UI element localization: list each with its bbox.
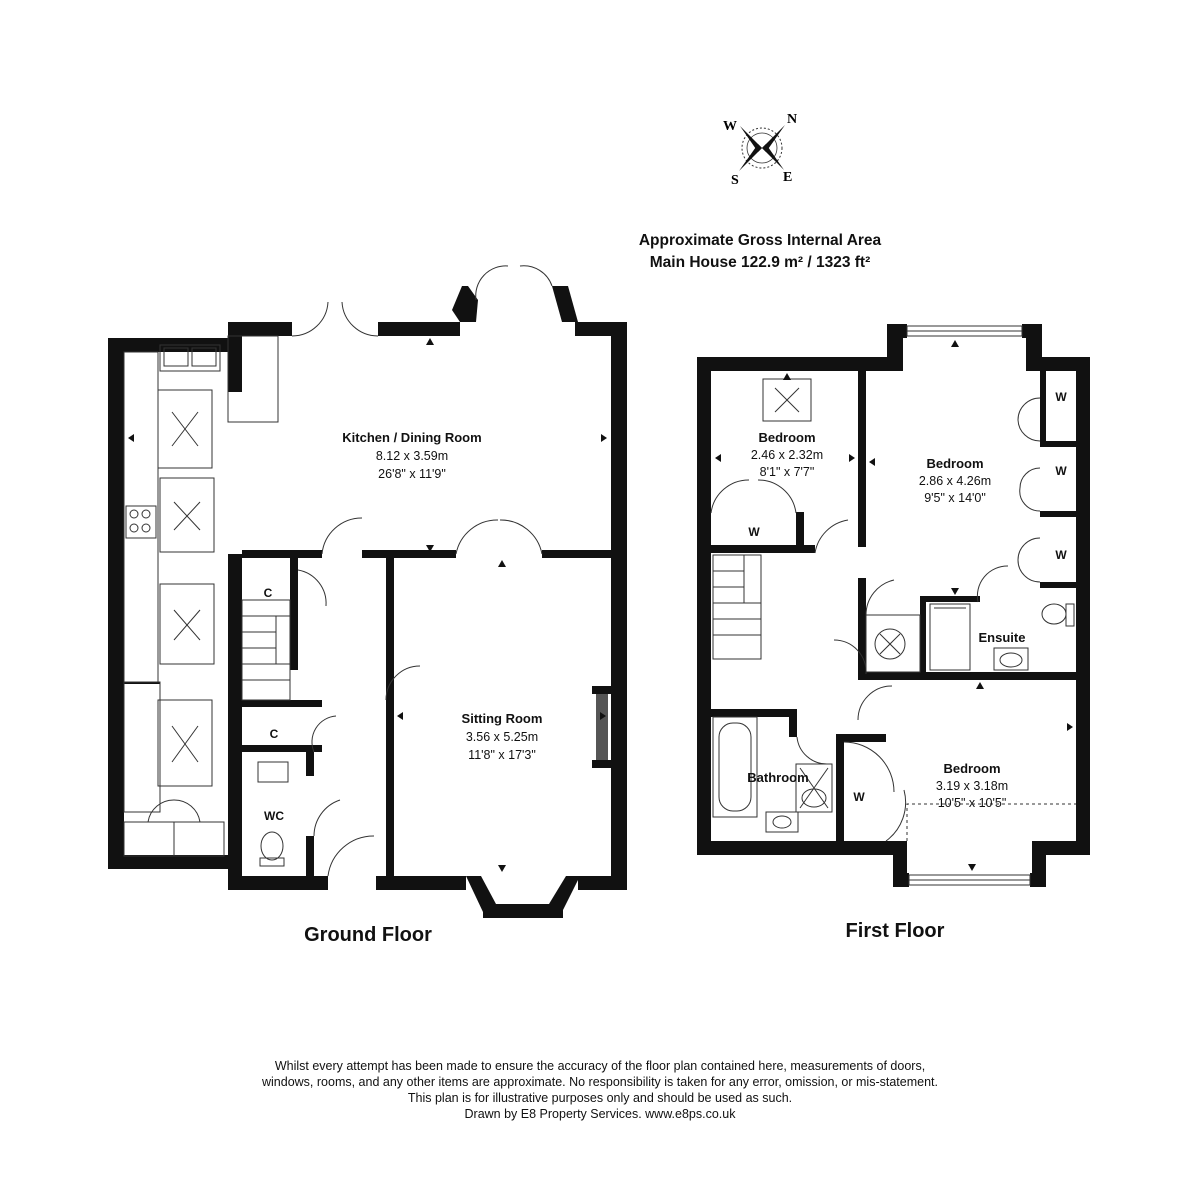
first-floor-plan	[697, 324, 1090, 887]
bedroom-rear-imperial: 10'5" x 10'5"	[938, 796, 1007, 810]
area-main-house: Main House 122.9 m² / 1323 ft²	[650, 254, 871, 271]
bedroom-main-imperial: 9'5" x 14'0"	[924, 491, 986, 505]
cupboard-lower-label: C	[270, 727, 279, 741]
kitchen-imperial: 26'8" x 11'9"	[378, 467, 446, 481]
disclaimer-line-1: Whilst every attempt has been made to en…	[274, 1059, 926, 1073]
compass-east: E	[783, 170, 792, 185]
bedroom-rear-metric: 3.19 x 3.18m	[936, 779, 1008, 793]
kitchen-metric: 8.12 x 3.59m	[376, 449, 448, 463]
wardrobe-2-label: W	[1055, 464, 1067, 478]
wc-label: WC	[264, 809, 284, 823]
ground-floor-labels: Kitchen / Dining Room 8.12 x 3.59m 26'8"…	[264, 430, 543, 946]
sitting-room-imperial: 11'8" x 17'3"	[468, 748, 536, 762]
ground-floor-label: Ground Floor	[304, 924, 432, 946]
kitchen-name: Kitchen / Dining Room	[342, 430, 481, 445]
compass-south: S	[731, 173, 739, 188]
disclaimer: Whilst every attempt has been made to en…	[100, 1058, 1100, 1122]
bedroom-main-name: Bedroom	[926, 456, 983, 471]
bedroom-rear-name: Bedroom	[943, 761, 1000, 776]
dimension-markers	[128, 338, 1073, 872]
wardrobe-small-label: W	[748, 525, 760, 539]
first-floor-label: First Floor	[846, 920, 945, 942]
bedroom-small-name: Bedroom	[758, 430, 815, 445]
compass-west: W	[723, 119, 737, 134]
disclaimer-line-3: This plan is for illustrative purposes o…	[407, 1091, 793, 1105]
cupboard-upper-label: C	[264, 586, 273, 600]
ensuite-label: Ensuite	[979, 630, 1026, 645]
sitting-room-name: Sitting Room	[462, 711, 543, 726]
bedroom-small-imperial: 8'1" x 7'7"	[760, 465, 815, 479]
bedroom-small-metric: 2.46 x 2.32m	[751, 448, 823, 462]
wardrobe-3-label: W	[1055, 548, 1067, 562]
bedroom-main-metric: 2.86 x 4.26m	[919, 474, 991, 488]
area-title: Approximate Gross Internal Area	[639, 232, 882, 249]
ground-floor-plan	[108, 286, 627, 918]
compass-rose: N E S W	[723, 112, 797, 188]
wardrobe-1-label: W	[1055, 390, 1067, 404]
first-floor-fixtures	[710, 325, 1076, 886]
disclaimer-line-2: windows, rooms, and any other items are …	[262, 1075, 938, 1089]
wardrobe-rear-label: W	[853, 790, 865, 804]
compass-north: N	[787, 112, 797, 127]
bathroom-label: Bathroom	[747, 770, 808, 785]
sitting-room-metric: 3.56 x 5.25m	[466, 730, 538, 744]
ground-floor-fixtures	[123, 265, 553, 877]
disclaimer-line-4: Drawn by E8 Property Services. www.e8ps.…	[464, 1107, 736, 1121]
first-floor-labels: Bedroom 2.46 x 2.32m 8'1" x 7'7" Bedroom…	[747, 390, 1067, 942]
